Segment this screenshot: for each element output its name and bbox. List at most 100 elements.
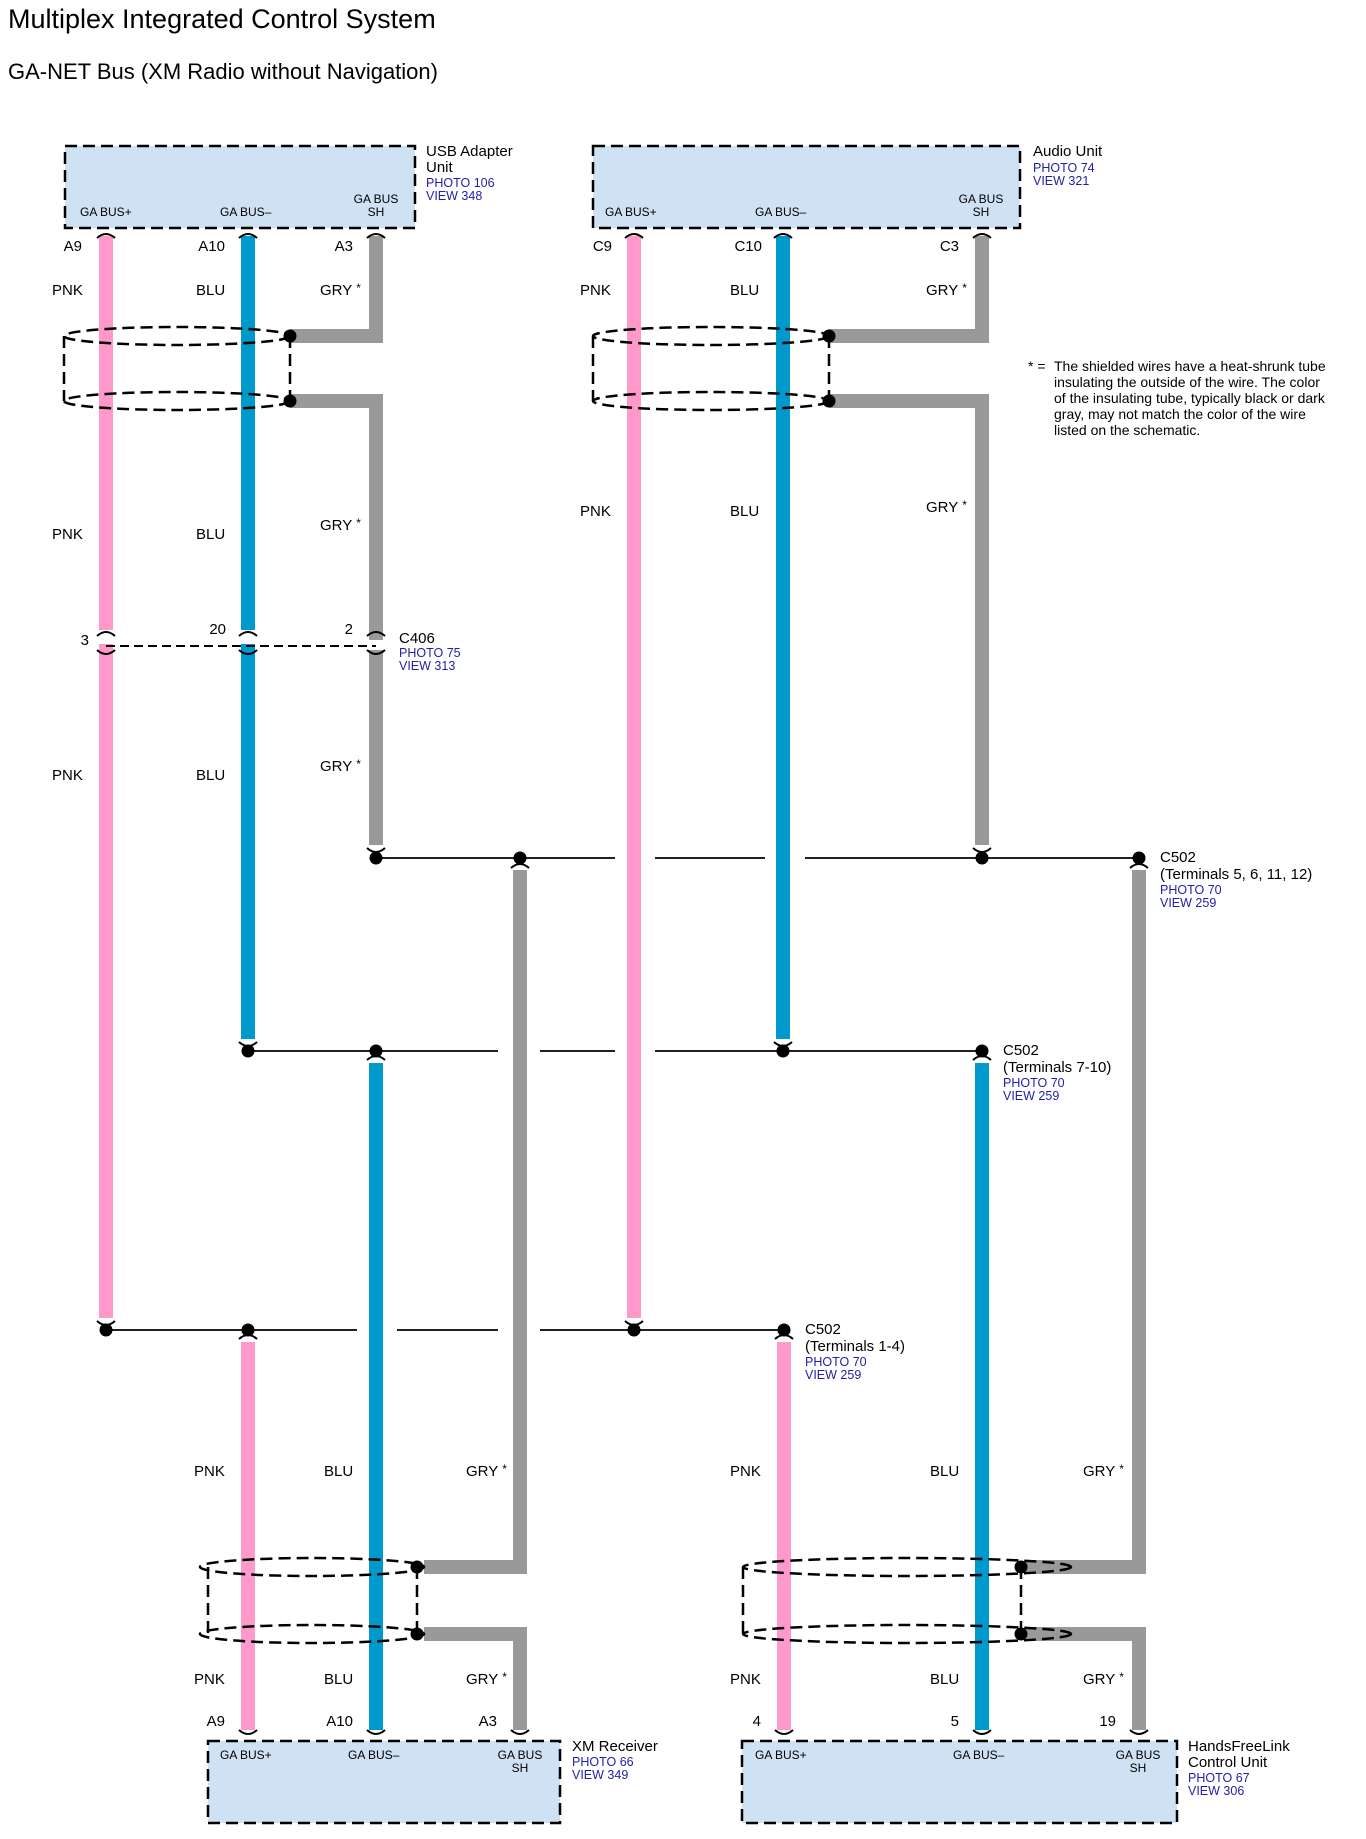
junction-dot	[283, 329, 297, 343]
hfl-unit-name-1: HandsFreeLink	[1188, 1738, 1290, 1755]
wire-label-pnk: PNK	[194, 1463, 225, 1480]
c502-plus-view: VIEW 259	[805, 1368, 861, 1382]
xm-term-sh: A3	[479, 1713, 497, 1730]
wire-label-gry: GRY	[1083, 1463, 1115, 1480]
xm-unit-photo: PHOTO 66	[572, 1755, 634, 1769]
c502-plus-name: C502	[805, 1321, 841, 1338]
c406-name: C406	[399, 630, 435, 647]
audio-term-plus: C9	[593, 238, 612, 255]
audio-term-sh: C3	[940, 238, 959, 255]
wire-label-blu: BLU	[930, 1463, 959, 1480]
xm-pin-minus-label: GA BUS–	[348, 1748, 400, 1762]
junction-dot	[410, 1560, 424, 1574]
wire-label-star: *	[962, 498, 967, 512]
junction-dot	[1014, 1560, 1028, 1574]
wire-label-pnk: PNK	[580, 282, 611, 299]
junction-dot	[283, 394, 297, 408]
usb-pin-sh-label-2: SH	[368, 205, 385, 219]
xm-term-plus: A9	[207, 1713, 225, 1730]
pnk-wires	[99, 236, 791, 1730]
wire-label-blu: BLU	[196, 282, 225, 299]
wire-label-star: *	[502, 1462, 507, 1476]
xm-pin-sh-label-1: GA BUS	[498, 1748, 543, 1762]
note-line: insulating the outside of the wire. The …	[1054, 374, 1320, 390]
c502-sh-view: VIEW 259	[1160, 896, 1216, 910]
usb-pin-sh-label-1: GA BUS	[354, 192, 399, 206]
wire-label-star: *	[356, 281, 361, 295]
usb-term-plus: A9	[64, 238, 82, 255]
junction-dot	[627, 1323, 641, 1337]
note-line: gray, may not match the color of the wir…	[1054, 406, 1306, 422]
note-mark: * =	[1028, 358, 1046, 374]
wire-label-gry: GRY	[466, 1671, 498, 1688]
shield-enclosures	[62, 325, 1073, 1645]
page-subtitle: GA-NET Bus (XM Radio without Navigation)	[8, 59, 438, 84]
usb-unit-photo: PHOTO 106	[426, 176, 495, 190]
connector-c406: 3 20 2 C406 PHOTO 75 VIEW 313	[81, 621, 461, 673]
usb-adapter-unit: GA BUS+ GA BUS– GA BUS SH USB Adapter Un…	[63, 143, 513, 230]
svg-text:GRY*: GRY*	[1083, 1462, 1124, 1480]
junction-dot	[410, 1627, 424, 1641]
svg-text:GRY*: GRY *	[320, 281, 361, 299]
wire-label-gry: GRY	[926, 499, 958, 516]
shield-xm	[198, 1556, 426, 1645]
wire-label-gry: GRY	[1083, 1671, 1115, 1688]
gry-wire-audio-drain	[829, 236, 989, 343]
c406-view: VIEW 313	[399, 659, 455, 673]
c406-photo: PHOTO 75	[399, 646, 461, 660]
xm-pin-sh-label-2: SH	[512, 1761, 529, 1775]
audio-unit-photo: PHOTO 74	[1033, 161, 1095, 175]
audio-unit-view: VIEW 321	[1033, 174, 1089, 188]
wire-label-star: *	[502, 1670, 507, 1684]
wire-label-star: *	[962, 281, 967, 295]
svg-text:GRY*: GRY *	[926, 498, 967, 516]
audio-unit: GA BUS+ GA BUS– GA BUS SH Audio Unit PHO…	[591, 143, 1103, 230]
hfl-pin-plus-label: GA BUS+	[755, 1748, 807, 1762]
junction-dot	[513, 851, 527, 865]
page-title: Multiplex Integrated Control System	[8, 4, 436, 34]
wire-label-pnk: PNK	[580, 503, 611, 520]
gry-wires	[290, 236, 1146, 1730]
hfl-pin-minus-label: GA BUS–	[953, 1748, 1005, 1762]
hfl-pin-sh-label-1: GA BUS	[1116, 1748, 1161, 1762]
wire-label-pnk: PNK	[194, 1671, 225, 1688]
hfl-term-sh: 19	[1099, 1713, 1116, 1730]
usb-term-sh: A3	[335, 238, 353, 255]
audio-unit-name: Audio Unit	[1033, 143, 1103, 160]
junction-dot	[975, 851, 989, 865]
wire-label-pnk: PNK	[52, 526, 83, 543]
hfl-term-plus: 4	[753, 1713, 761, 1730]
wire-color-labels: PNK BLU GRY * PNK BLU GRY * PNK BLU GRY * P…	[52, 281, 1124, 1688]
wire-label-blu: BLU	[196, 767, 225, 784]
connector-c502-minus: C502 (Terminals 7-10) PHOTO 70 VIEW 259	[1003, 1042, 1111, 1103]
c502-minus-photo: PHOTO 70	[1003, 1076, 1065, 1090]
junction-dot	[99, 1323, 113, 1337]
junction-dot	[776, 1044, 790, 1058]
shield-hfl	[741, 1556, 1073, 1645]
terminal-caps	[96, 233, 1149, 1735]
junction-dot	[1014, 1627, 1028, 1641]
wire-label-star: *	[356, 757, 361, 771]
c502-sh-photo: PHOTO 70	[1160, 883, 1222, 897]
note-line: listed on the schematic.	[1054, 422, 1200, 438]
usb-unit-view: VIEW 348	[426, 189, 482, 203]
hfl-term-minus: 5	[951, 1713, 959, 1730]
wire-label-pnk: PNK	[730, 1671, 761, 1688]
wire-label-gry: GRY	[320, 282, 352, 299]
connector-c502-sh: C502 (Terminals 5, 6, 11, 12) PHOTO 70 V…	[1160, 849, 1312, 910]
wire-label-gry: GRY	[320, 758, 352, 775]
wire-label-gry: GRY	[320, 517, 352, 534]
shielded-wire-note: * = The shielded wires have a heat-shrun…	[1028, 358, 1326, 438]
wire-label-gry: GRY	[926, 282, 958, 299]
svg-text:GRY*: GRY *	[320, 516, 361, 534]
xm-pin-plus-label: GA BUS+	[220, 1748, 272, 1762]
hfl-unit-view: VIEW 306	[1188, 1784, 1244, 1798]
usb-term-minus: A10	[198, 238, 225, 255]
audio-pin-minus-label: GA BUS–	[755, 205, 807, 219]
hfl-pin-sh-label-2: SH	[1130, 1761, 1147, 1775]
gry-wire-usb-drain	[290, 236, 383, 343]
junction-dot	[241, 1044, 255, 1058]
audio-pin-sh-label-1: GA BUS	[959, 192, 1004, 206]
wire-label-star: *	[356, 516, 361, 530]
